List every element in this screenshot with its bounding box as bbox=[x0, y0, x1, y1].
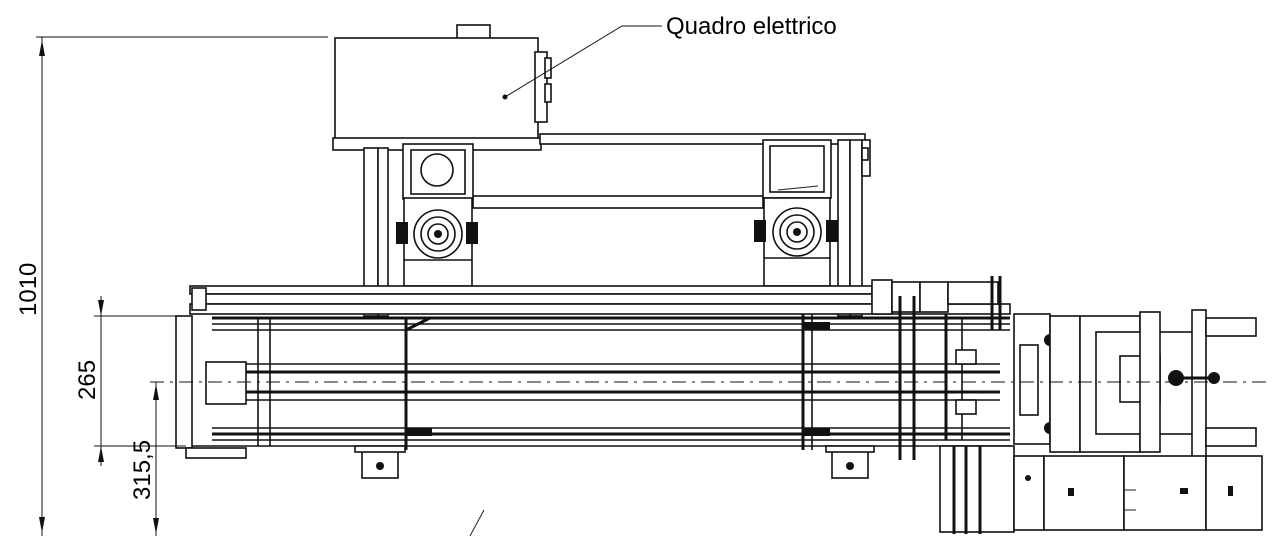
callout-quadro-elettrico: Quadro elettrico bbox=[504, 13, 837, 98]
dimension-belt-width: 265 bbox=[74, 296, 186, 466]
dim-label-1010: 1010 bbox=[15, 263, 42, 316]
left-gear-motor bbox=[396, 143, 478, 287]
dimension-belt-offset: 315,5 bbox=[129, 382, 159, 536]
dimension-overall-height: 1010 bbox=[15, 36, 328, 536]
callout-label: Quadro elettrico bbox=[666, 13, 837, 40]
upper-frame bbox=[363, 133, 871, 317]
right-end-mechanism bbox=[871, 276, 1263, 534]
right-gear-motor bbox=[754, 139, 838, 287]
conveyor-body bbox=[175, 285, 1011, 479]
electrical-panel bbox=[332, 24, 552, 151]
dim-label-265: 265 bbox=[74, 360, 101, 400]
dim-label-315-5: 315,5 bbox=[129, 440, 156, 500]
